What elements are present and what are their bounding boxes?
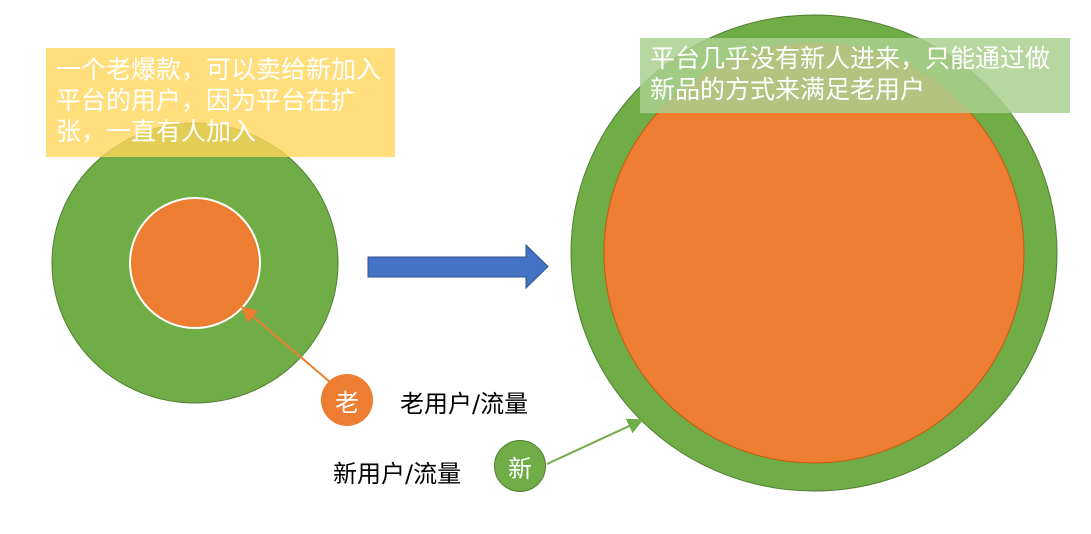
new-user-label: 新用户/流量 bbox=[333, 460, 462, 488]
left-old-user-circle bbox=[129, 197, 261, 329]
old-user-label: 老用户/流量 bbox=[400, 390, 529, 418]
new-user-badge: 新 bbox=[494, 440, 546, 492]
left-note: 一个老爆款，可以卖给新加入平台的用户，因为平台在扩张，一直有人加入 bbox=[46, 48, 395, 157]
right-note: 平台几乎没有新人进来，只能通过做新品的方式来满足老用户 bbox=[640, 38, 1070, 113]
old-user-badge: 老 bbox=[321, 374, 373, 426]
transition-arrow bbox=[367, 243, 549, 290]
old-pointer-line bbox=[240, 306, 331, 383]
new-pointer-line bbox=[546, 418, 644, 465]
